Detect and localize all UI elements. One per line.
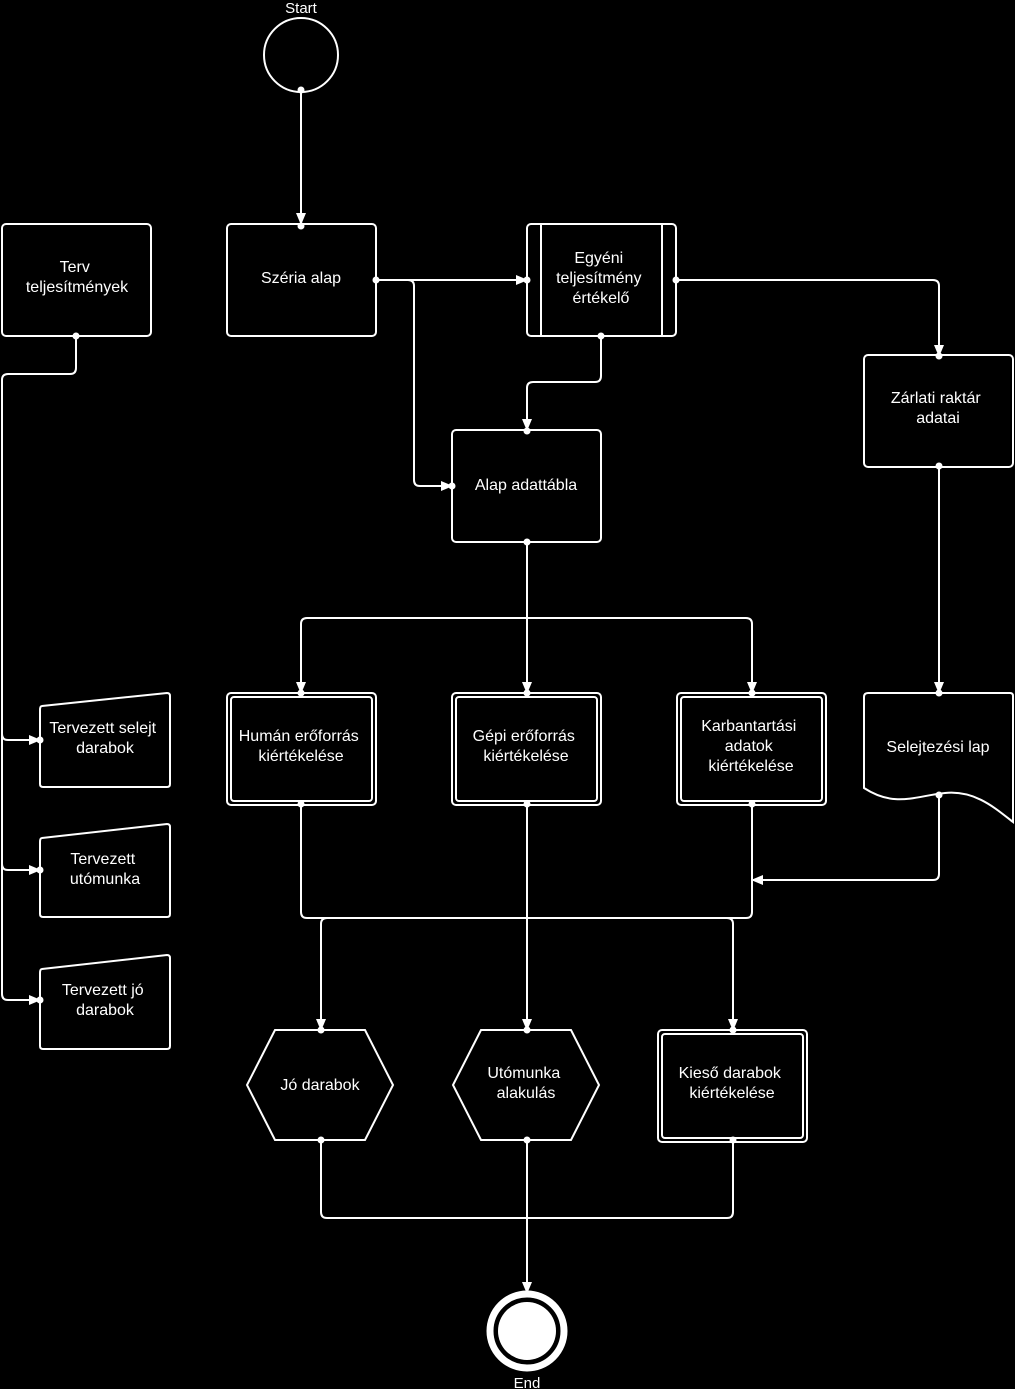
node-tervezett-jo-darabok[interactable]: Tervezett jó darabok xyxy=(39,953,171,1050)
end-label: End xyxy=(514,1375,541,1389)
node-utomunka-alakulas[interactable]: Utómunka alakulás xyxy=(451,1029,601,1141)
node-label: Alap adattábla xyxy=(475,477,577,494)
edge-merge-to-kieso xyxy=(726,917,738,1031)
node-egyeni-teljesitmeny-ertekelo[interactable]: Egyéni teljesítmény értékelő xyxy=(526,223,677,337)
node-label: Jó darabok xyxy=(280,1077,360,1094)
node-szeria-alap[interactable]: Széria alap xyxy=(226,223,377,337)
node-kieso-darabok-kiertekelese[interactable]: Kieső darabok kiértékelése xyxy=(657,1029,808,1143)
node-zarlati-raktar-adatai[interactable]: Zárlati raktár adatai xyxy=(863,354,1014,468)
end-event[interactable]: End xyxy=(486,1290,568,1389)
node-label: Széria alap xyxy=(261,270,341,287)
node-gepi-eroforras-kiertekelese[interactable]: Gépi erőforrás kiértékelése xyxy=(451,692,602,806)
node-label: Gépi erőforrás kiértékelése xyxy=(473,728,580,765)
edge-alap-to-karbantartasi xyxy=(526,617,757,694)
node-label: Zárlati raktár adatai xyxy=(891,390,985,427)
start-event[interactable]: Start xyxy=(263,0,339,93)
node-human-eroforras-kiertekelese[interactable]: Humán erőforrás kiértékelése xyxy=(226,692,377,806)
node-label: Egyéni teljesítmény értékelő xyxy=(556,250,646,307)
node-tervezett-utomunka[interactable]: Tervezett utómunka xyxy=(39,822,171,918)
node-label: Selejtezési lap xyxy=(886,739,989,756)
edge-terv-to-selejt xyxy=(1,733,41,745)
edge-terv-to-utomunka xyxy=(1,863,41,875)
edge-selejtezesi-to-merge xyxy=(751,794,940,885)
connectors xyxy=(1,89,944,1294)
node-label: Utómunka alakulás xyxy=(487,1065,564,1102)
edge-terv-branch xyxy=(1,335,77,1005)
edge-szeria-to-alap-adattabla xyxy=(375,279,453,491)
node-tervezett-selejt-darabok[interactable]: Tervezett selejt darabok xyxy=(39,691,171,788)
node-label: Humán erőforrás kiértékelése xyxy=(239,728,364,765)
node-label: Terv teljesítmények xyxy=(26,259,129,296)
edge-merge-to-jo xyxy=(316,917,328,1031)
edge-egyeni-to-alap-adattabla xyxy=(522,335,602,431)
node-alap-adattabla[interactable]: Alap adattábla xyxy=(451,429,602,543)
node-label: Karbantartási adatok kiértékelése xyxy=(701,718,801,775)
node-terv-teljesitmenyek[interactable]: Terv teljesítmények xyxy=(1,223,152,337)
connection-dots xyxy=(36,86,943,1298)
start-label: Start xyxy=(285,0,318,17)
node-karbantartasi-adatok-kiertekelese[interactable]: Karbantartási adatok kiértékelése xyxy=(676,692,827,806)
node-label: Tervezett selejt darabok xyxy=(49,720,160,757)
node-label: Tervezett utómunka xyxy=(70,851,140,888)
node-jo-darabok[interactable]: Jó darabok xyxy=(245,1029,395,1141)
node-label: Kieső darabok kiértékelése xyxy=(679,1065,786,1102)
edge-alap-to-human xyxy=(296,617,528,694)
node-selejtezesi-lap[interactable]: Selejtezési lap xyxy=(863,692,1014,825)
edge-egyeni-to-zarlati xyxy=(675,279,944,357)
node-label: Tervezett jó darabok xyxy=(62,982,148,1019)
